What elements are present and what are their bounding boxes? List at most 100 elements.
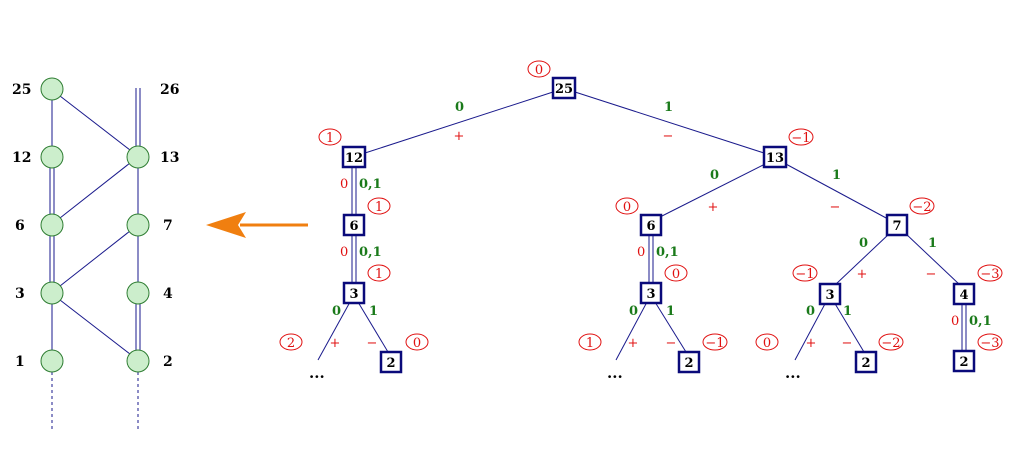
tree-node-25: 25: [555, 82, 573, 97]
edge-label-25-13: 1: [664, 100, 673, 115]
edge-label-7-3: 0: [859, 236, 868, 251]
tree-edge-3b-left: [615, 301, 648, 361]
tree-node-2c: 2: [861, 356, 870, 371]
badge-ellipse-br2: [702, 333, 728, 351]
badge-bl1: 2: [287, 336, 295, 351]
lattice-node-4: [126, 281, 150, 305]
lattice-labels: 25 12 6 3 1 26 13 7 4 2: [12, 82, 179, 370]
badge-ellipse-bl2: [578, 333, 602, 351]
tree-node-box-7: [885, 213, 909, 237]
tree-node-13: 13: [766, 151, 784, 166]
badge-b6a: 1: [375, 200, 383, 215]
edge-label-3a-left: 0: [332, 304, 341, 319]
lattice-label-2: 2: [163, 354, 173, 370]
badge-b7: −2: [912, 200, 931, 215]
tree-edge-7-4: [904, 232, 961, 286]
tree-ellipses: ... ... ...: [309, 364, 801, 382]
lattice-label-1: 1: [15, 354, 25, 370]
lattice-edge-7-3: [59, 230, 131, 287]
tree-edges: [317, 91, 967, 361]
badge-b3a: 1: [375, 267, 383, 282]
edge-label-13-7: 1: [832, 168, 841, 183]
edge-red-6b-3b: 0: [637, 245, 645, 260]
tree-node-box-2a: [379, 350, 403, 374]
tree-node-2a: 2: [386, 356, 395, 371]
tree-edge-labels-green: 0 1 0,1 0,1 0 1 0 1 0,1 0 1 0 1 0 1 0,1: [332, 100, 992, 329]
lattice-node-12: [40, 145, 64, 169]
tree-node-7: 7: [892, 219, 901, 234]
sign-3a-left: +: [330, 336, 341, 351]
tree-badge-labels: 0 1 −1 1 1 2 0 0 0 1 −1 −2 −1 −3 0 −2 −3: [287, 63, 1000, 351]
tree-node-3c: 3: [825, 288, 834, 303]
tree-node-6b: 6: [646, 219, 655, 234]
edge-label-6-3: 0,1: [359, 245, 382, 260]
edge-label-3c-left: 0: [806, 304, 815, 319]
lattice-nodes: [40, 77, 150, 373]
tree-node-box-3c: [818, 282, 842, 306]
edge-label-13-6: 0: [710, 168, 719, 183]
badge-ellipse-b12: [318, 128, 342, 146]
badge-ellipse-br3: [878, 333, 904, 351]
badge-br1: 0: [413, 336, 421, 351]
badge-ellipse-br1: [405, 333, 429, 351]
edge-label-4-2: 0,1: [969, 314, 992, 329]
sign-3c-left: +: [806, 336, 817, 351]
edge-label-6b-3b: 0,1: [656, 245, 679, 260]
tree-edge-labels-red: 0 0 0 0: [340, 177, 959, 329]
tree-edge-3a-left: [317, 301, 351, 361]
tree-node-3a: 3: [349, 287, 358, 302]
lattice-label-12: 12: [12, 150, 31, 166]
tree-node-box-2c: [854, 350, 878, 374]
badge-b3c: −1: [795, 267, 814, 282]
tree-edge-13-7: [783, 162, 889, 220]
badge-br2: −1: [705, 336, 724, 351]
tree-edge-3c-left: [794, 301, 827, 361]
badge-ellipse-b3a: [367, 264, 391, 282]
edge-red-12-6: 0: [340, 177, 348, 192]
badge-b3b: 0: [672, 267, 680, 282]
badge-b4: −3: [980, 267, 999, 282]
tree-node-2b: 2: [684, 356, 693, 371]
tree-node-3b: 3: [646, 287, 655, 302]
lattice-node-13: [126, 145, 150, 169]
lattice-edge-25-13: [59, 95, 131, 151]
tree-edge-3b-right: [654, 301, 687, 353]
tree-node-box-3b: [639, 281, 663, 305]
lattice-label-7: 7: [163, 218, 173, 234]
badge-b6b: 0: [623, 200, 631, 215]
sign-7-3: +: [857, 267, 868, 282]
lattice-label-6: 6: [15, 218, 25, 234]
badge-ellipse-bl3: [755, 333, 779, 351]
badge-b12: 1: [326, 131, 334, 146]
badge-ellipse-b3c: [792, 264, 818, 282]
lattice-label-13: 13: [160, 150, 179, 166]
badge-b25: 0: [535, 63, 543, 78]
tree-node-box-6b: [639, 213, 663, 237]
tree-signs: + − + − + − + − + − + −: [330, 129, 937, 351]
tree-edge-13-6: [659, 162, 768, 218]
badge-ellipse-b3b: [664, 264, 688, 282]
edge-label-3a-right: 1: [369, 304, 378, 319]
tree-boxes: [341, 76, 976, 374]
sign-3b-right: −: [666, 336, 677, 351]
tree-edge-3c-right: [833, 301, 865, 353]
edge-label-12-6: 0,1: [359, 177, 382, 192]
badge-b13: −1: [791, 131, 810, 146]
tree-node-box-2d: [952, 349, 976, 373]
sign-3a-right: −: [367, 336, 378, 351]
badge-ellipse-b7: [909, 197, 935, 215]
tree-ellipsis-2: ...: [607, 364, 623, 382]
sign-3c-right: −: [842, 336, 853, 351]
tree-node-12: 12: [345, 151, 363, 166]
tree-ellipsis-1: ...: [309, 364, 325, 382]
tree-node-2d: 2: [959, 355, 968, 370]
lattice-node-1: [40, 349, 64, 373]
badge-bl2: 1: [586, 336, 594, 351]
edge-label-3b-right: 1: [666, 304, 675, 319]
badge-br3: −2: [881, 336, 900, 351]
lattice-node-2: [126, 349, 150, 373]
tree-node-box-3a: [342, 281, 366, 305]
tree-edge-3a-right: [357, 301, 389, 353]
lattice-node-6: [40, 213, 64, 237]
